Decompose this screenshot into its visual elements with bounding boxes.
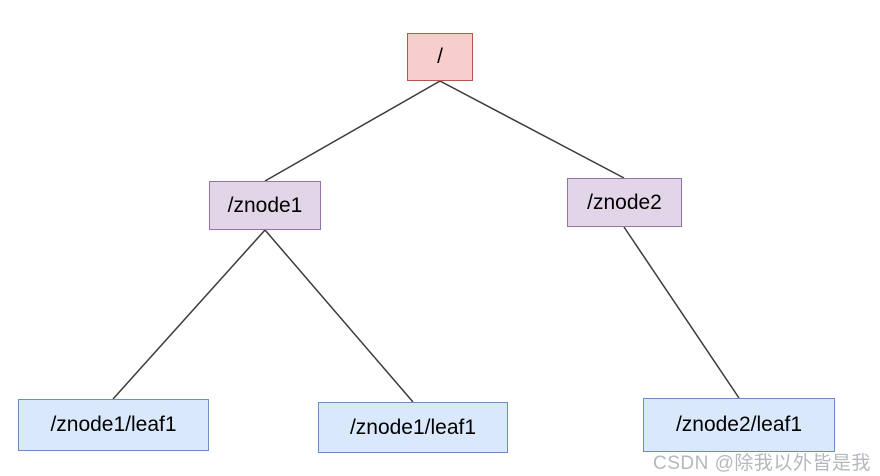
- tree-node-root: /: [407, 33, 473, 81]
- edge-znode1-leaf1a: [112, 229, 266, 400]
- tree-node-znode1: /znode1: [209, 181, 321, 230]
- edge-znode1-leaf1b: [264, 229, 414, 403]
- tree-node-znode1-label: /znode1: [227, 193, 303, 217]
- tree-node-znode2: /znode2: [567, 178, 682, 227]
- edge-znode2-leaf2: [623, 226, 740, 399]
- tree-node-znode1-leaf1-left: /znode1/leaf1: [18, 399, 209, 451]
- edge-root-znode1: [264, 80, 441, 182]
- tree-node-znode1-leaf1-right: /znode1/leaf1: [318, 402, 508, 453]
- tree-node-znode2-leaf1: /znode2/leaf1: [643, 398, 835, 452]
- edge-root-znode2: [439, 80, 625, 179]
- tree-node-znode1-leaf1-left-label: /znode1/leaf1: [50, 413, 177, 436]
- tree-node-znode2-leaf1-label: /znode2/leaf1: [675, 413, 803, 436]
- tree-node-root-label: /: [437, 45, 443, 68]
- csdn-watermark: CSDN @除我以外皆是我: [653, 453, 871, 474]
- tree-node-znode1-leaf1-right-label: /znode1/leaf1: [349, 415, 477, 439]
- tree-node-znode2-label: /znode2: [587, 190, 662, 214]
